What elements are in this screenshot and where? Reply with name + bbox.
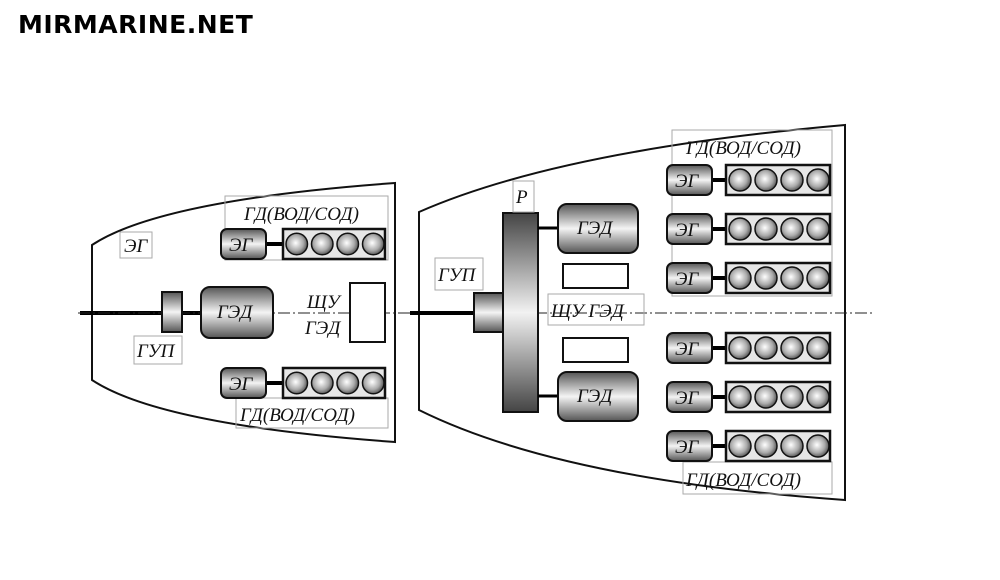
gup-label-left: ГУП: [136, 341, 176, 362]
cylinder-icon: [285, 232, 309, 256]
eg-generator-label: ЭГ: [675, 339, 699, 360]
cylinder-icon: [361, 232, 385, 256]
cylinder-icon: [310, 232, 334, 256]
eg-generator-label: ЭГ: [675, 388, 699, 409]
cylinder-icon: [754, 217, 778, 241]
cylinder-icon: [780, 434, 804, 458]
cylinder-icon: [780, 217, 804, 241]
reducer: [502, 212, 539, 413]
eg-label: ЭГ: [124, 236, 148, 257]
generator-set: ЭГ: [666, 261, 832, 295]
eg-generator: [220, 228, 267, 260]
ged-motor-left: [200, 286, 274, 339]
eg-generator: [220, 367, 267, 399]
cylinder-icon: [754, 385, 778, 409]
gd-bottom-label-right: ГД(ВОД/СОД): [685, 470, 801, 491]
ged-motor-bottom: [557, 371, 639, 422]
eg-generator: [666, 213, 713, 245]
gd-top-label-left: ГД(ВОД/СОД): [243, 204, 359, 225]
cylinder-icon: [336, 371, 360, 395]
eg-generator: [666, 164, 713, 196]
generator-set: ЭГ: [666, 331, 832, 365]
eg-generator-label: ЭГ: [229, 235, 253, 256]
eg-generator-label: ЭГ: [675, 437, 699, 458]
cylinder-icon: [754, 336, 778, 360]
eg-generator-label: ЭГ: [229, 374, 253, 395]
eg-generator: [666, 332, 713, 364]
gup-label-box: [434, 257, 484, 291]
cylinder-icon: [728, 168, 752, 192]
ged-label-left: ГЭД: [216, 302, 253, 323]
cylinder-icon: [780, 336, 804, 360]
cylinder-icon: [806, 336, 830, 360]
hull-left: [91, 181, 396, 444]
cylinder-icon: [285, 371, 309, 395]
cylinder-icon: [728, 434, 752, 458]
cylinder-icon: [780, 385, 804, 409]
gup-label-box: [133, 335, 183, 365]
cylinder-icon: [728, 336, 752, 360]
eg-generator-label: ЭГ: [675, 220, 699, 241]
eg-generator: [666, 381, 713, 413]
cylinder-icon: [806, 434, 830, 458]
generator-set: ЭГ: [220, 227, 387, 261]
generator-set: ЭГ: [220, 366, 387, 400]
shchu-ged-label: ГЭД: [304, 318, 341, 339]
generator-set: ЭГ: [666, 163, 832, 197]
eg-generator: [666, 262, 713, 294]
cylinder-icon: [780, 168, 804, 192]
ged-label-bottom: ГЭД: [576, 386, 613, 407]
shchu-panel-left: [349, 282, 386, 343]
hull-right: [418, 123, 846, 502]
cylinder-icon: [728, 266, 752, 290]
eg-generator-label: ЭГ: [675, 269, 699, 290]
cylinder-icon: [336, 232, 360, 256]
eg-generator: [666, 430, 713, 462]
cylinder-icon: [728, 217, 752, 241]
cylinder-icon: [754, 434, 778, 458]
cylinder-icon: [754, 266, 778, 290]
gup-label-right: ГУП: [437, 265, 477, 286]
gd-top-label-box: [671, 129, 833, 297]
cylinder-icon: [806, 217, 830, 241]
eg-label-box: [119, 231, 153, 259]
shchu-panel-top: [562, 263, 629, 289]
shchu-panel-bottom: [562, 337, 629, 363]
cylinder-icon: [806, 266, 830, 290]
logo: MIRMARINE.NET: [18, 10, 254, 39]
reducer-label: Р: [515, 187, 528, 208]
cylinder-icon: [310, 371, 334, 395]
generator-set: ЭГ: [666, 380, 832, 414]
generator-set: ЭГ: [666, 429, 832, 463]
shchu-ged-label-box: [547, 293, 645, 326]
cylinder-icon: [806, 385, 830, 409]
eg-generator-label: ЭГ: [675, 171, 699, 192]
cylinder-icon: [361, 371, 385, 395]
cylinder-icon: [806, 168, 830, 192]
gup-coupling-right: [473, 292, 504, 333]
cylinder-icon: [780, 266, 804, 290]
shchu-ged-label-right: ЩУ ГЭД: [550, 301, 625, 322]
ged-motor-top: [557, 203, 639, 254]
gd-bottom-label-left: ГД(ВОД/СОД): [239, 405, 355, 426]
gd-top-label-right: ГД(ВОД/СОД): [685, 138, 801, 159]
ged-label-top: ГЭД: [576, 218, 613, 239]
gup-coupling-left: [161, 291, 183, 333]
cylinder-icon: [754, 168, 778, 192]
cylinder-icon: [728, 385, 752, 409]
reducer-label-box: [512, 180, 535, 213]
shchu-label: ЩУ: [306, 292, 342, 313]
generator-set: ЭГ: [666, 212, 832, 246]
